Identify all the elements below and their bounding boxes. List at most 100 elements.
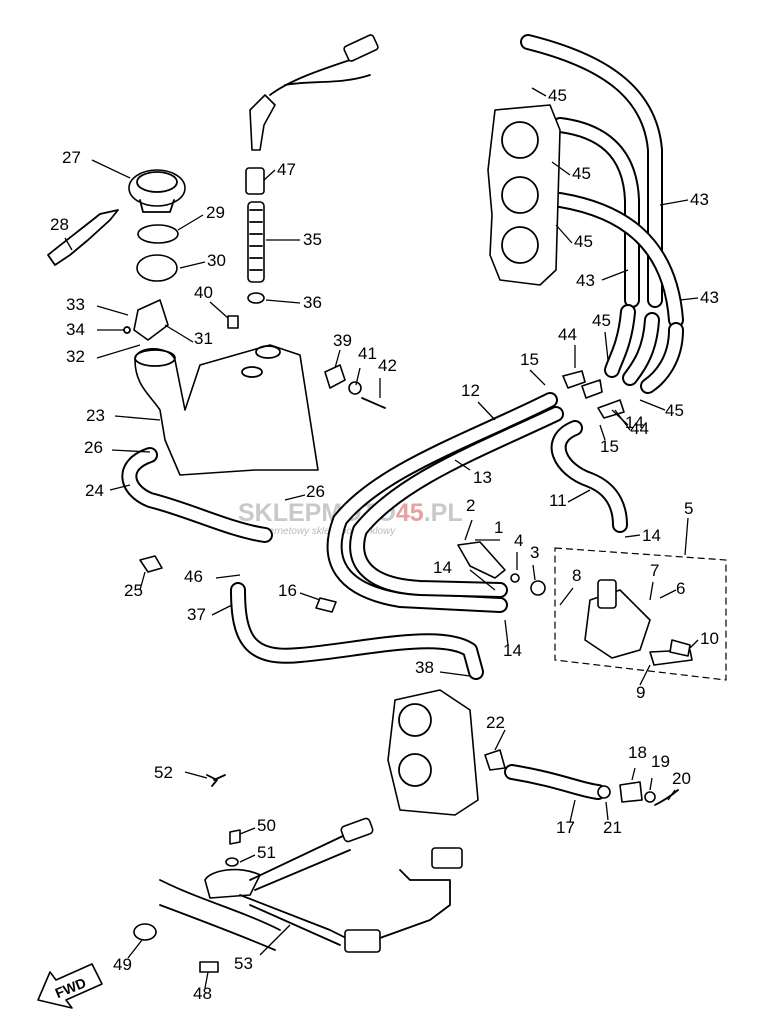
part-number-label: 49: [113, 955, 132, 974]
callout-leader: [464, 519, 473, 541]
callout-53: 53: [234, 924, 291, 973]
callout-20: 20: [667, 769, 691, 801]
part-number-label: 50: [257, 816, 276, 835]
callout-leader: [649, 581, 654, 601]
callout-leader: [114, 415, 161, 421]
callout-leader: [263, 169, 276, 181]
part-number-label: 7: [650, 561, 659, 580]
callout-1: 1: [475, 518, 503, 541]
callout-25: 25: [124, 571, 146, 600]
callout-leader: [504, 619, 509, 646]
callout-leader: [259, 924, 291, 956]
callout-45: 45: [555, 224, 593, 251]
part-number-label: 2: [466, 496, 475, 515]
part-number-label: 27: [62, 148, 81, 167]
callout-14: 14: [624, 526, 661, 545]
part-number-label: 45: [665, 401, 684, 420]
part-number-label: 26: [306, 482, 325, 501]
part-number-label: 6: [676, 579, 685, 598]
callout-leader: [355, 367, 361, 386]
callout-leader: [265, 299, 301, 304]
callout-leader: [555, 224, 573, 244]
callout-leader: [551, 161, 571, 176]
part-number-label: 45: [572, 164, 591, 183]
callout-9: 9: [636, 664, 651, 702]
callout-leader: [667, 789, 676, 801]
callout-7: 7: [649, 561, 659, 601]
part-number-label: 45: [592, 311, 611, 330]
callout-13: 13: [454, 459, 492, 487]
callout-43: 43: [576, 269, 629, 290]
oil-pump-assembly: [457, 541, 727, 681]
callout-47: 47: [263, 160, 296, 181]
callout-leader: [604, 331, 609, 361]
watermark-brand-accent: 45: [396, 499, 424, 527]
oil-tank: [134, 344, 319, 476]
part-number-label: 4: [514, 531, 523, 550]
callout-leader: [649, 777, 653, 791]
callout-3: 3: [530, 543, 539, 581]
part-number-label: 43: [576, 271, 595, 290]
callout-16: 16: [278, 581, 321, 601]
callout-26: 26: [284, 482, 325, 501]
callout-43: 43: [679, 288, 719, 307]
callout-35: 35: [266, 230, 322, 249]
callout-38: 38: [415, 658, 471, 677]
callout-45: 45: [531, 86, 567, 105]
callout-4: 4: [514, 531, 523, 570]
callout-leader: [284, 494, 306, 501]
part-number-label: 16: [278, 581, 297, 600]
callout-26: 26: [84, 438, 151, 457]
callout-40: 40: [194, 283, 229, 319]
part-number-label: 44: [630, 419, 649, 438]
part-number-label: 14: [503, 641, 522, 660]
callout-39: 39: [333, 331, 352, 369]
part-number-label: 14: [642, 526, 661, 545]
callout-leader: [184, 771, 208, 779]
callout-leader: [605, 801, 609, 821]
callout-19: 19: [649, 752, 670, 791]
callout-34: 34: [66, 320, 125, 339]
callout-leader: [64, 237, 73, 251]
callout-leader: [211, 604, 233, 616]
callout-37: 37: [187, 604, 233, 624]
tank-cap-parts: [47, 169, 186, 341]
callout-leader: [567, 489, 591, 503]
part-number-label: 53: [234, 954, 253, 973]
callout-leader: [559, 587, 574, 606]
callout-leader: [477, 401, 496, 421]
callout-33: 33: [66, 295, 129, 316]
callout-10: 10: [689, 629, 719, 649]
callout-leader: [631, 767, 636, 781]
part-number-label: 41: [358, 344, 377, 363]
part-number-label: 23: [86, 406, 105, 425]
callout-leader: [127, 939, 143, 959]
part-number-label: 30: [207, 251, 226, 270]
part-number-label: 51: [257, 843, 276, 862]
part-number-label: 52: [154, 763, 173, 782]
callout-48: 48: [193, 971, 212, 1003]
part-number-label: 37: [187, 605, 206, 624]
part-number-label: 3: [530, 543, 539, 562]
carburetor-block-upper: [487, 104, 561, 286]
part-number-label: 40: [194, 283, 213, 302]
part-number-label: 25: [124, 581, 143, 600]
callout-leader: [614, 409, 631, 431]
part-number-label: 29: [206, 203, 225, 222]
callout-52: 52: [154, 763, 208, 782]
part-number-label: 48: [193, 984, 212, 1003]
part-number-label: 35: [303, 230, 322, 249]
part-number-label: 45: [548, 86, 567, 105]
callout-8: 8: [559, 566, 581, 606]
part-number-label: 12: [461, 381, 480, 400]
part-number-label: 36: [303, 293, 322, 312]
callout-30: 30: [179, 251, 226, 270]
callout-41: 41: [355, 344, 377, 386]
watermark-brand-end: .PL: [424, 499, 463, 527]
callout-2: 2: [464, 496, 475, 541]
carburetor-block-lower: [387, 689, 479, 816]
callout-leader: [569, 799, 576, 823]
callout-14: 14: [503, 619, 522, 660]
callout-leader: [204, 971, 209, 989]
